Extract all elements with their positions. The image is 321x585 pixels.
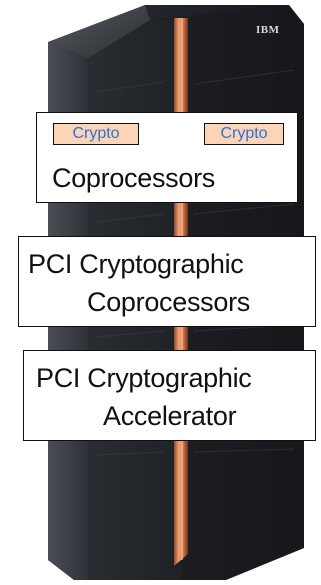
coprocessors-label: Coprocessors xyxy=(52,163,215,193)
pci-cryptographic-label: PCI Cryptographic xyxy=(28,249,244,279)
crypto-coprocessors-label-box: Crypto Crypto Coprocessors xyxy=(36,112,298,203)
pci-cryptographic-accelerator-title: PCI Cryptographic xyxy=(36,363,252,393)
crypto-tag-left: Crypto xyxy=(53,123,139,145)
crypto-tag-right: Crypto xyxy=(204,123,284,145)
pci-cryptographic-accelerator-label-box: PCI Cryptographic Accelerator xyxy=(23,350,316,441)
pci-cryptographic-coprocessors-label-box: PCI Cryptographic Coprocessors xyxy=(18,236,316,327)
ibm-logo: IBM xyxy=(256,24,280,36)
pci-coprocessors-label: Coprocessors xyxy=(87,287,250,317)
accelerator-label: Accelerator xyxy=(103,401,237,431)
ibm-logo-text: IBM xyxy=(256,24,280,36)
